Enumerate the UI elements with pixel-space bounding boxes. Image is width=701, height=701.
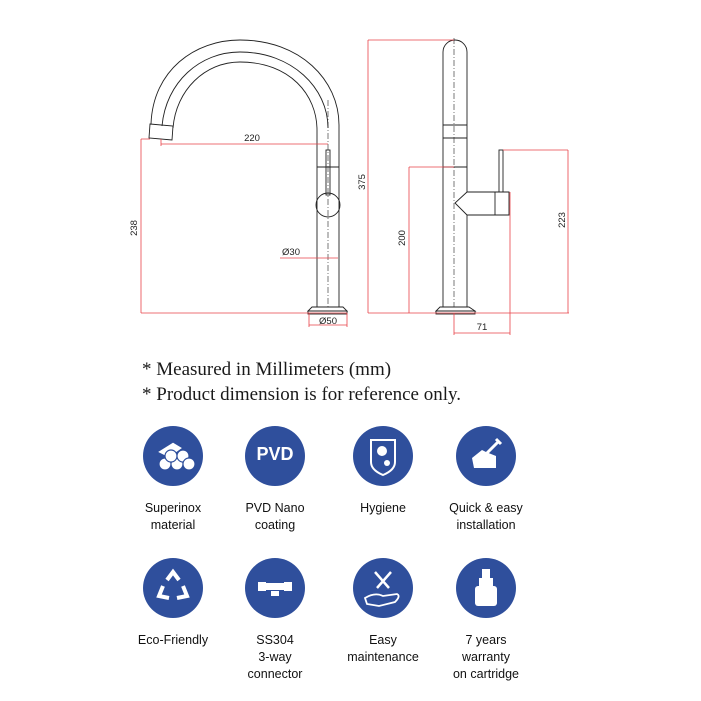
dim-spout-height: 238 <box>129 220 140 236</box>
wrench-hand-icon <box>472 437 503 468</box>
dim-spout-reach: 220 <box>244 133 260 144</box>
feature-item: PVD PVD Nano coating <box>215 426 335 534</box>
feature-label: Quick & easy installation <box>426 500 546 534</box>
faucet-technical-drawing: 220 238 Ø30 Ø50 375 200 223 71 <box>129 38 569 335</box>
feature-label: SS304 3-way connector <box>215 632 335 683</box>
cartridge-icon <box>475 569 497 606</box>
pvd-badge-text: PVD <box>256 444 294 464</box>
feature-label-line: warranty <box>462 650 510 664</box>
cartridge-icon-badge <box>456 558 516 618</box>
feature-label-line: on cartridge <box>452 667 519 681</box>
tools-hand-icon-badge <box>353 558 413 618</box>
feature-item: Eco-Friendly <box>113 558 233 649</box>
shield-icon <box>370 439 396 477</box>
shield-icon-badge <box>353 426 413 486</box>
faucet-side-view <box>434 38 510 315</box>
recycle-icon <box>156 568 190 600</box>
feature-item: Easy maintenance <box>323 558 443 666</box>
dim-body-diameter: Ø30 <box>282 247 300 258</box>
dim-lever-height: 223 <box>557 212 568 228</box>
pipes-icon <box>155 441 196 471</box>
feature-label: Easy maintenance <box>323 632 443 666</box>
dim-handle-height: 200 <box>397 230 408 246</box>
connector-icon <box>258 582 292 596</box>
feature-label-line: 3-way <box>258 650 292 664</box>
dim-handle-reach: 71 <box>477 322 488 333</box>
feature-label-line: connector <box>247 667 303 681</box>
feature-label: Eco-Friendly <box>113 632 233 649</box>
feature-label-line: coating <box>254 518 296 532</box>
wrench-hand-icon-badge <box>456 426 516 486</box>
feature-label-line: Hygiene <box>360 501 406 515</box>
connector-icon-badge <box>245 558 305 618</box>
dim-total-height: 375 <box>357 174 368 190</box>
feature-label: Hygiene <box>323 500 443 517</box>
feature-item: Quick & easy installation <box>426 426 546 534</box>
pvd-icon-badge: PVD <box>245 426 305 486</box>
feature-label-line: installation <box>456 518 516 532</box>
feature-label-line: 7 years <box>465 633 507 647</box>
pipes-icon-badge <box>143 426 203 486</box>
feature-label-line: maintenance <box>347 650 419 664</box>
feature-label: 7 years warranty on cartridge <box>426 632 546 683</box>
feature-label: PVD Nano coating <box>215 500 335 534</box>
feature-label: Superinox material <box>113 500 233 534</box>
dimension-lines <box>140 39 569 335</box>
feature-label-line: Easy <box>369 633 397 647</box>
feature-label-line: Eco-Friendly <box>137 633 209 647</box>
tools-hand-icon <box>363 571 400 607</box>
feature-item: Hygiene <box>323 426 443 517</box>
note-units: * Measured in Millimeters (mm) <box>142 359 392 380</box>
feature-label-line: Quick & easy <box>449 501 523 515</box>
feature-label-line: Superinox <box>144 501 202 515</box>
note-reference: * Product dimension is for reference onl… <box>142 384 462 405</box>
feature-item: Superinox material <box>113 426 233 534</box>
feature-label-line: PVD Nano <box>245 501 305 515</box>
feature-item: 7 years warranty on cartridge <box>426 558 546 683</box>
recycle-icon-badge <box>143 558 203 618</box>
feature-label-line: SS304 <box>256 633 294 647</box>
feature-label-line: material <box>150 518 196 532</box>
dim-base-diameter: Ø50 <box>319 316 337 327</box>
feature-item: SS304 3-way connector <box>215 558 335 683</box>
faucet-front-view <box>148 39 349 315</box>
